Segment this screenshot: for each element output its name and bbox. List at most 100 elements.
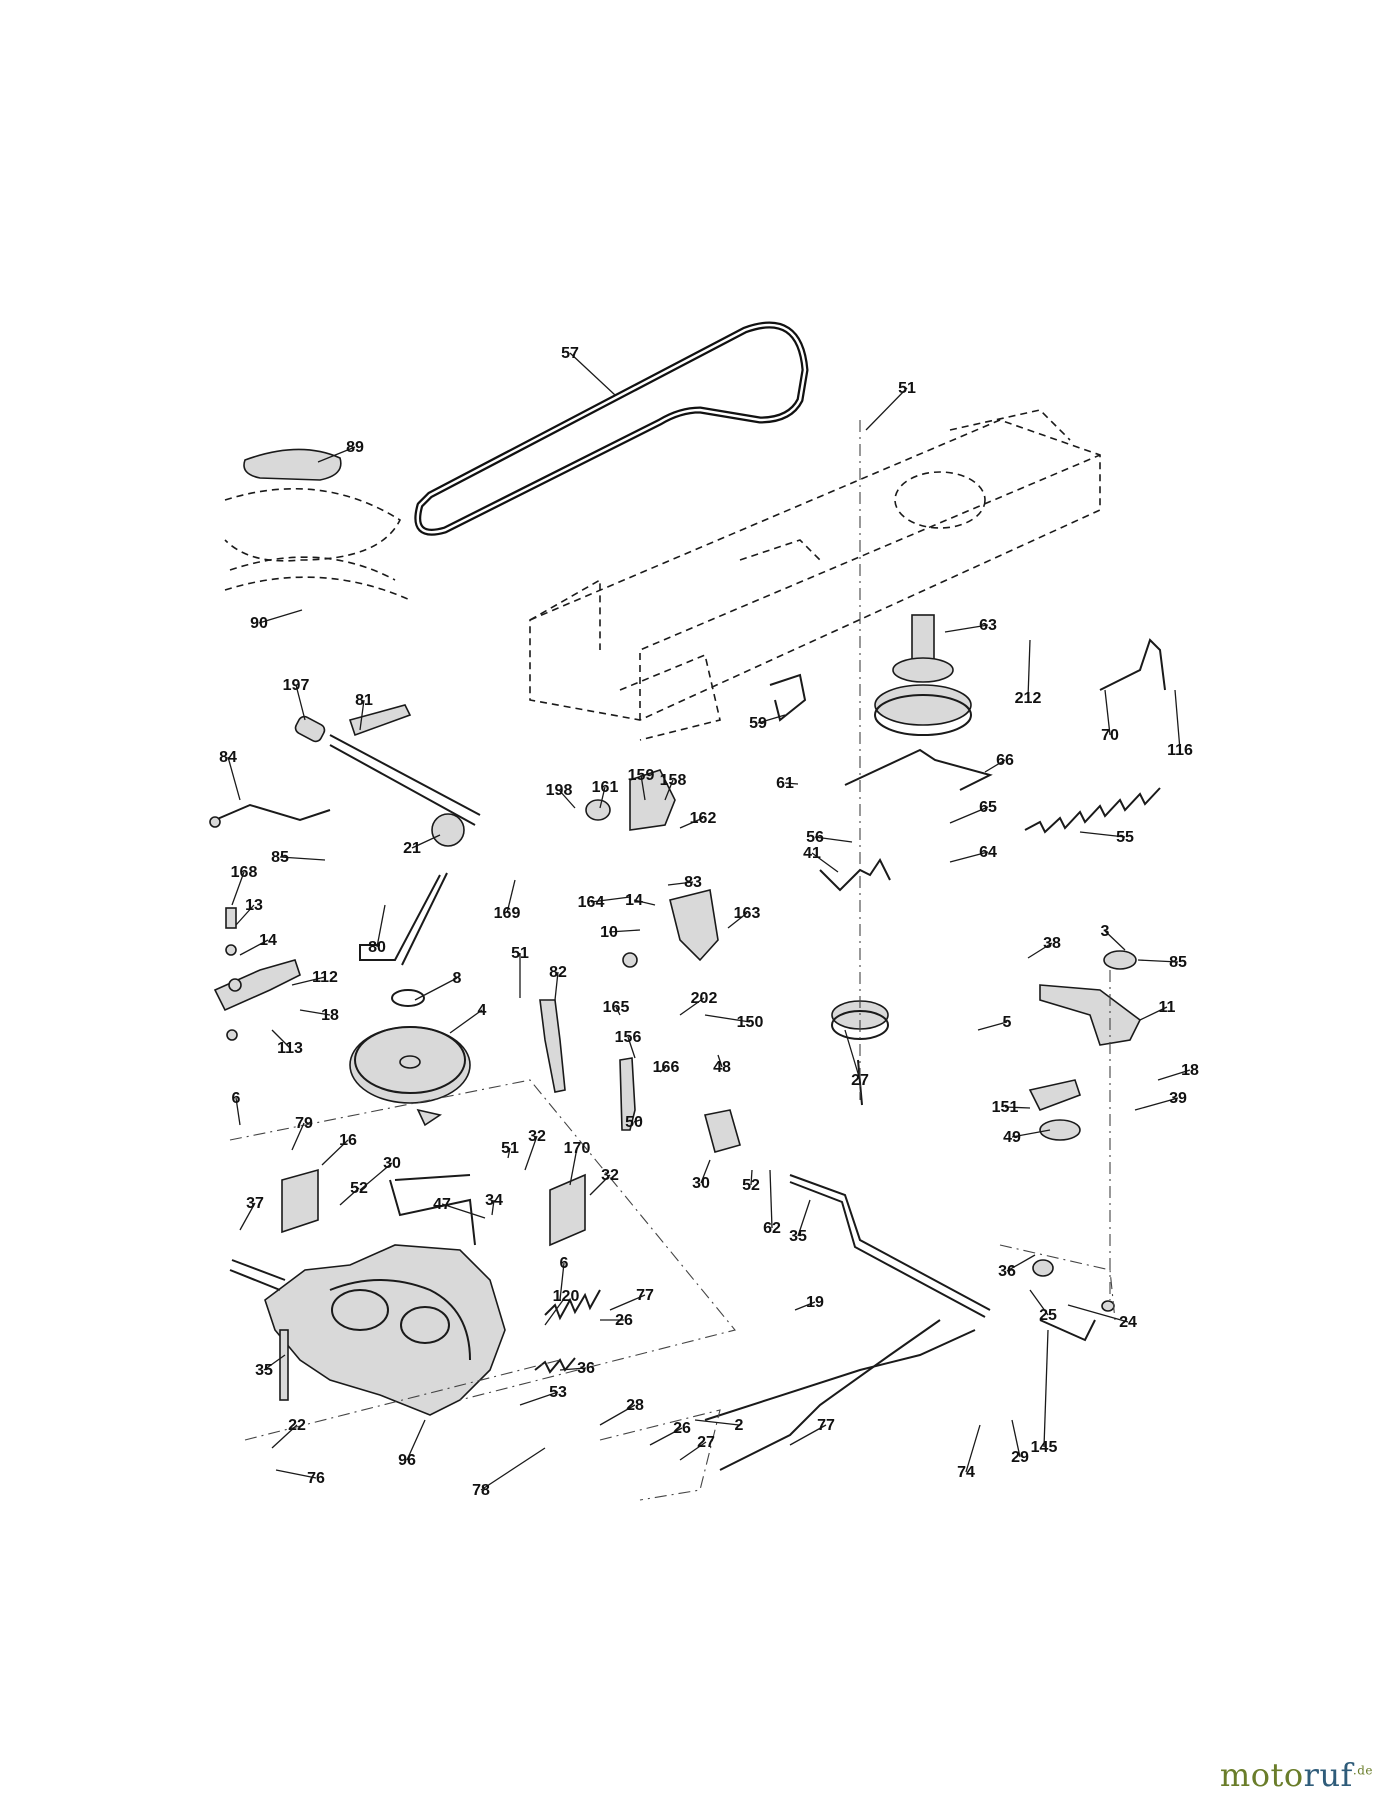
callout-label-85: 85 bbox=[1169, 954, 1187, 971]
callout-label-41: 41 bbox=[803, 845, 821, 862]
belt-guide-parts bbox=[819, 748, 993, 892]
callout-label-28: 28 bbox=[626, 1397, 644, 1414]
callout-leader bbox=[757, 714, 786, 724]
callout-leader bbox=[1157, 1069, 1191, 1081]
callout-leader bbox=[235, 1097, 241, 1126]
callout-leader bbox=[506, 879, 516, 914]
callout-label-34: 34 bbox=[485, 1192, 503, 1209]
callout-label-27: 27 bbox=[697, 1434, 715, 1451]
callout-label-202: 202 bbox=[691, 990, 718, 1007]
callout-leader bbox=[321, 1139, 349, 1166]
callout-leader bbox=[414, 977, 458, 1001]
callout-label-168: 168 bbox=[231, 864, 258, 881]
callout-label-48: 48 bbox=[713, 1059, 731, 1076]
callout-label-18: 18 bbox=[321, 1007, 339, 1024]
clip-parts bbox=[769, 638, 1166, 722]
callout-leader bbox=[640, 774, 646, 801]
callout-label-85: 85 bbox=[271, 849, 289, 866]
callout-leader bbox=[239, 1202, 256, 1231]
callout-label-47: 47 bbox=[433, 1196, 451, 1213]
callout-leader bbox=[984, 759, 1006, 773]
shift-rod-part bbox=[294, 704, 481, 826]
callout-leader bbox=[263, 1354, 286, 1371]
callout-label-59: 59 bbox=[749, 715, 767, 732]
callout-label-30: 30 bbox=[383, 1155, 401, 1172]
callout-label-2: 2 bbox=[735, 1417, 744, 1434]
callout-leader bbox=[317, 446, 356, 463]
callout-label-55: 55 bbox=[1116, 829, 1134, 846]
callout-leader bbox=[1137, 959, 1179, 963]
callout-leader bbox=[449, 1009, 483, 1034]
callout-leader bbox=[235, 904, 255, 926]
callout-label-51: 51 bbox=[511, 945, 529, 962]
callout-leader bbox=[814, 836, 853, 843]
brake-rod-parts bbox=[704, 1109, 1115, 1471]
idler-brackets bbox=[539, 999, 636, 1131]
callout-leader bbox=[965, 1424, 981, 1473]
callout-label-32: 32 bbox=[528, 1128, 546, 1145]
callout-leader bbox=[291, 976, 326, 986]
callout-label-90: 90 bbox=[250, 615, 268, 632]
callout-label-81: 81 bbox=[355, 692, 373, 709]
callout-leader bbox=[659, 1066, 667, 1073]
frame-outline bbox=[529, 409, 1101, 741]
callout-leader bbox=[1043, 1329, 1049, 1448]
callout-leader bbox=[977, 1021, 1008, 1031]
callout-label-22: 22 bbox=[288, 1417, 306, 1434]
callout-leader bbox=[275, 1469, 317, 1479]
callout-label-57: 57 bbox=[561, 345, 579, 362]
callout-leader bbox=[664, 779, 674, 801]
callout-leader bbox=[559, 1262, 565, 1301]
callout-label-63: 63 bbox=[979, 617, 997, 634]
callout-leader bbox=[717, 1054, 723, 1068]
callout-label-212: 212 bbox=[1015, 690, 1042, 707]
callout-leader bbox=[700, 1159, 711, 1184]
callout-leader bbox=[794, 1301, 816, 1311]
callout-leader bbox=[627, 1036, 636, 1059]
callout-label-77: 77 bbox=[817, 1417, 835, 1434]
callout-label-26: 26 bbox=[673, 1420, 691, 1437]
callout-leader bbox=[491, 1199, 495, 1216]
callout-leader bbox=[1011, 1419, 1021, 1458]
callout-label-74: 74 bbox=[957, 1464, 975, 1481]
callout-leader bbox=[291, 1122, 305, 1151]
callout-label-37: 37 bbox=[246, 1195, 264, 1212]
callout-label-116: 116 bbox=[1167, 742, 1193, 759]
transmission-pulley-part bbox=[349, 989, 471, 1127]
callout-label-52: 52 bbox=[742, 1177, 760, 1194]
callout-label-14: 14 bbox=[625, 892, 643, 909]
callout-leader bbox=[376, 904, 386, 948]
callout-leader bbox=[1079, 831, 1126, 838]
callout-label-5: 5 bbox=[1003, 1014, 1012, 1031]
callout-label-151: 151 bbox=[992, 1099, 1019, 1116]
callout-label-24: 24 bbox=[1119, 1314, 1137, 1331]
callout-leader bbox=[599, 1404, 636, 1426]
callout-label-161: 161 bbox=[592, 779, 619, 796]
callout-label-8: 8 bbox=[453, 970, 462, 987]
callout-label-14: 14 bbox=[259, 932, 277, 949]
callout-label-162: 162 bbox=[690, 810, 717, 827]
callout-leader bbox=[258, 609, 303, 624]
callout-label-112: 112 bbox=[312, 969, 338, 986]
callout-label-158: 158 bbox=[660, 772, 687, 789]
callout-label-51: 51 bbox=[501, 1140, 519, 1157]
callout-label-66: 66 bbox=[996, 752, 1014, 769]
clutch-bracket-parts bbox=[585, 769, 719, 968]
callout-label-50: 50 bbox=[625, 1114, 643, 1131]
callout-leader bbox=[411, 834, 441, 849]
callout-leader bbox=[1004, 1106, 1031, 1109]
callout-leader bbox=[769, 1169, 773, 1229]
callout-leader bbox=[480, 1447, 546, 1491]
callout-label-165: 165 bbox=[603, 999, 630, 1016]
callout-leader bbox=[679, 997, 705, 1016]
callout-label-27: 27 bbox=[851, 1072, 869, 1089]
transaxle-springs bbox=[534, 1289, 601, 1374]
callout-label-26: 26 bbox=[615, 1312, 633, 1329]
callout-label-82: 82 bbox=[549, 964, 567, 981]
callout-label-159: 159 bbox=[628, 767, 655, 784]
callout-label-36: 36 bbox=[998, 1263, 1016, 1280]
mounting-plates bbox=[281, 1168, 586, 1247]
callout-label-18: 18 bbox=[1181, 1062, 1199, 1079]
callout-leader bbox=[797, 1199, 811, 1237]
callout-label-164: 164 bbox=[578, 894, 605, 911]
